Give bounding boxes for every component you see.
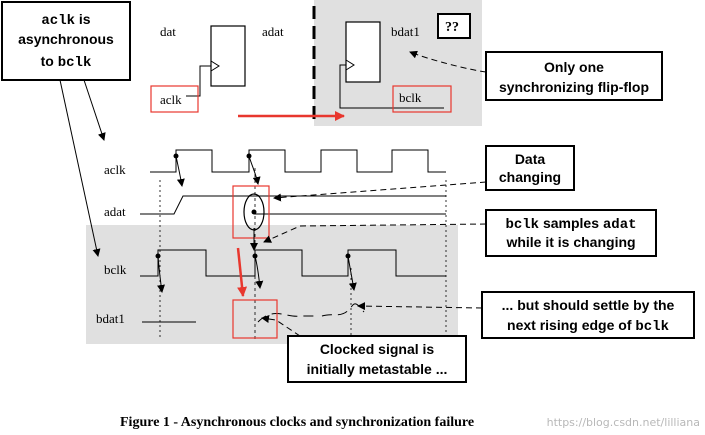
adat-waveform (140, 195, 446, 215)
callout-one-ff-line1: Only one (544, 59, 604, 75)
wave-label-aclk: aclk (104, 162, 126, 177)
aclk-highlight (150, 85, 199, 113)
aclk-waveform (150, 149, 446, 173)
svg-text:next rising edge of bclk: next rising edge of bclk (507, 317, 669, 335)
bclk-waveform (140, 249, 446, 277)
callout-one-ff-line2: synchronizing flip-flop (499, 79, 649, 95)
figure-caption: Figure 1 - Asynchronous clocks and synch… (120, 415, 474, 430)
callout-aclk-arrows (59, 79, 106, 257)
callout-data-changing: Data changing (485, 145, 575, 191)
svg-text:to bclk: to bclk (41, 53, 92, 71)
callout-metastable-line1: Clocked signal is (320, 341, 435, 357)
callout-aclk-async-line2: asynchronous (18, 31, 114, 47)
metastable-highlight (232, 299, 278, 339)
flip-flop-a (210, 25, 246, 87)
callout-bclk-samples-line2: while it is changing (505, 234, 635, 250)
callout-data-changing-line1: Data (515, 151, 546, 167)
callout-bclk-samples: bclk samples adat while it is changing (485, 209, 657, 257)
callout-settle-line1: ... but should settle by the (502, 297, 675, 313)
wave-label-bclk: bclk (104, 262, 127, 277)
causality-arrows (157, 155, 357, 293)
callout-aclk-async: aclk is asynchronous to bclk (1, 1, 131, 81)
adat-sample-highlight (232, 185, 270, 239)
callout-metastable: Clocked signal is initially metastable .… (287, 335, 467, 383)
callout-one-ff: Only one synchronizing flip-flop (485, 51, 663, 101)
callout-one-ff-arrow (409, 50, 487, 73)
adat-label: adat (262, 24, 284, 39)
unknown-badge-text: ?? (445, 20, 459, 35)
metastable-red-arrow (236, 247, 248, 297)
bclk-wire (339, 64, 444, 109)
flip-flop-b (345, 21, 381, 83)
svg-text:bclk samples adat: bclk samples adat (505, 215, 636, 233)
callout-bclk-samples-arrow (263, 223, 487, 243)
svg-text:aclk is: aclk is (41, 11, 90, 29)
bclk-domain-shade-bottom (86, 225, 458, 344)
bclk-input-label: bclk (399, 90, 422, 105)
callout-settle: ... but should settle by the next rising… (481, 291, 695, 339)
callout-metastable-line2: initially metastable ... (307, 361, 448, 377)
wave-label-adat: adat (104, 204, 126, 219)
unknown-badge: ?? (437, 13, 471, 39)
aclk-input-label: aclk (160, 92, 182, 107)
callout-data-changing-arrow (273, 181, 487, 202)
bdat1-label: bdat1 (391, 24, 420, 39)
wave-label-bdat1: bdat1 (96, 311, 125, 326)
dat-label: dat (160, 24, 176, 39)
aclk-wire (186, 65, 211, 97)
bclk-highlight (392, 85, 452, 113)
callout-settle-arrow (357, 302, 483, 311)
edge-dots (155, 153, 351, 259)
callout-data-changing-line2: changing (499, 169, 561, 185)
watermark: https://blog.csdn.net/lilliana (547, 416, 700, 429)
